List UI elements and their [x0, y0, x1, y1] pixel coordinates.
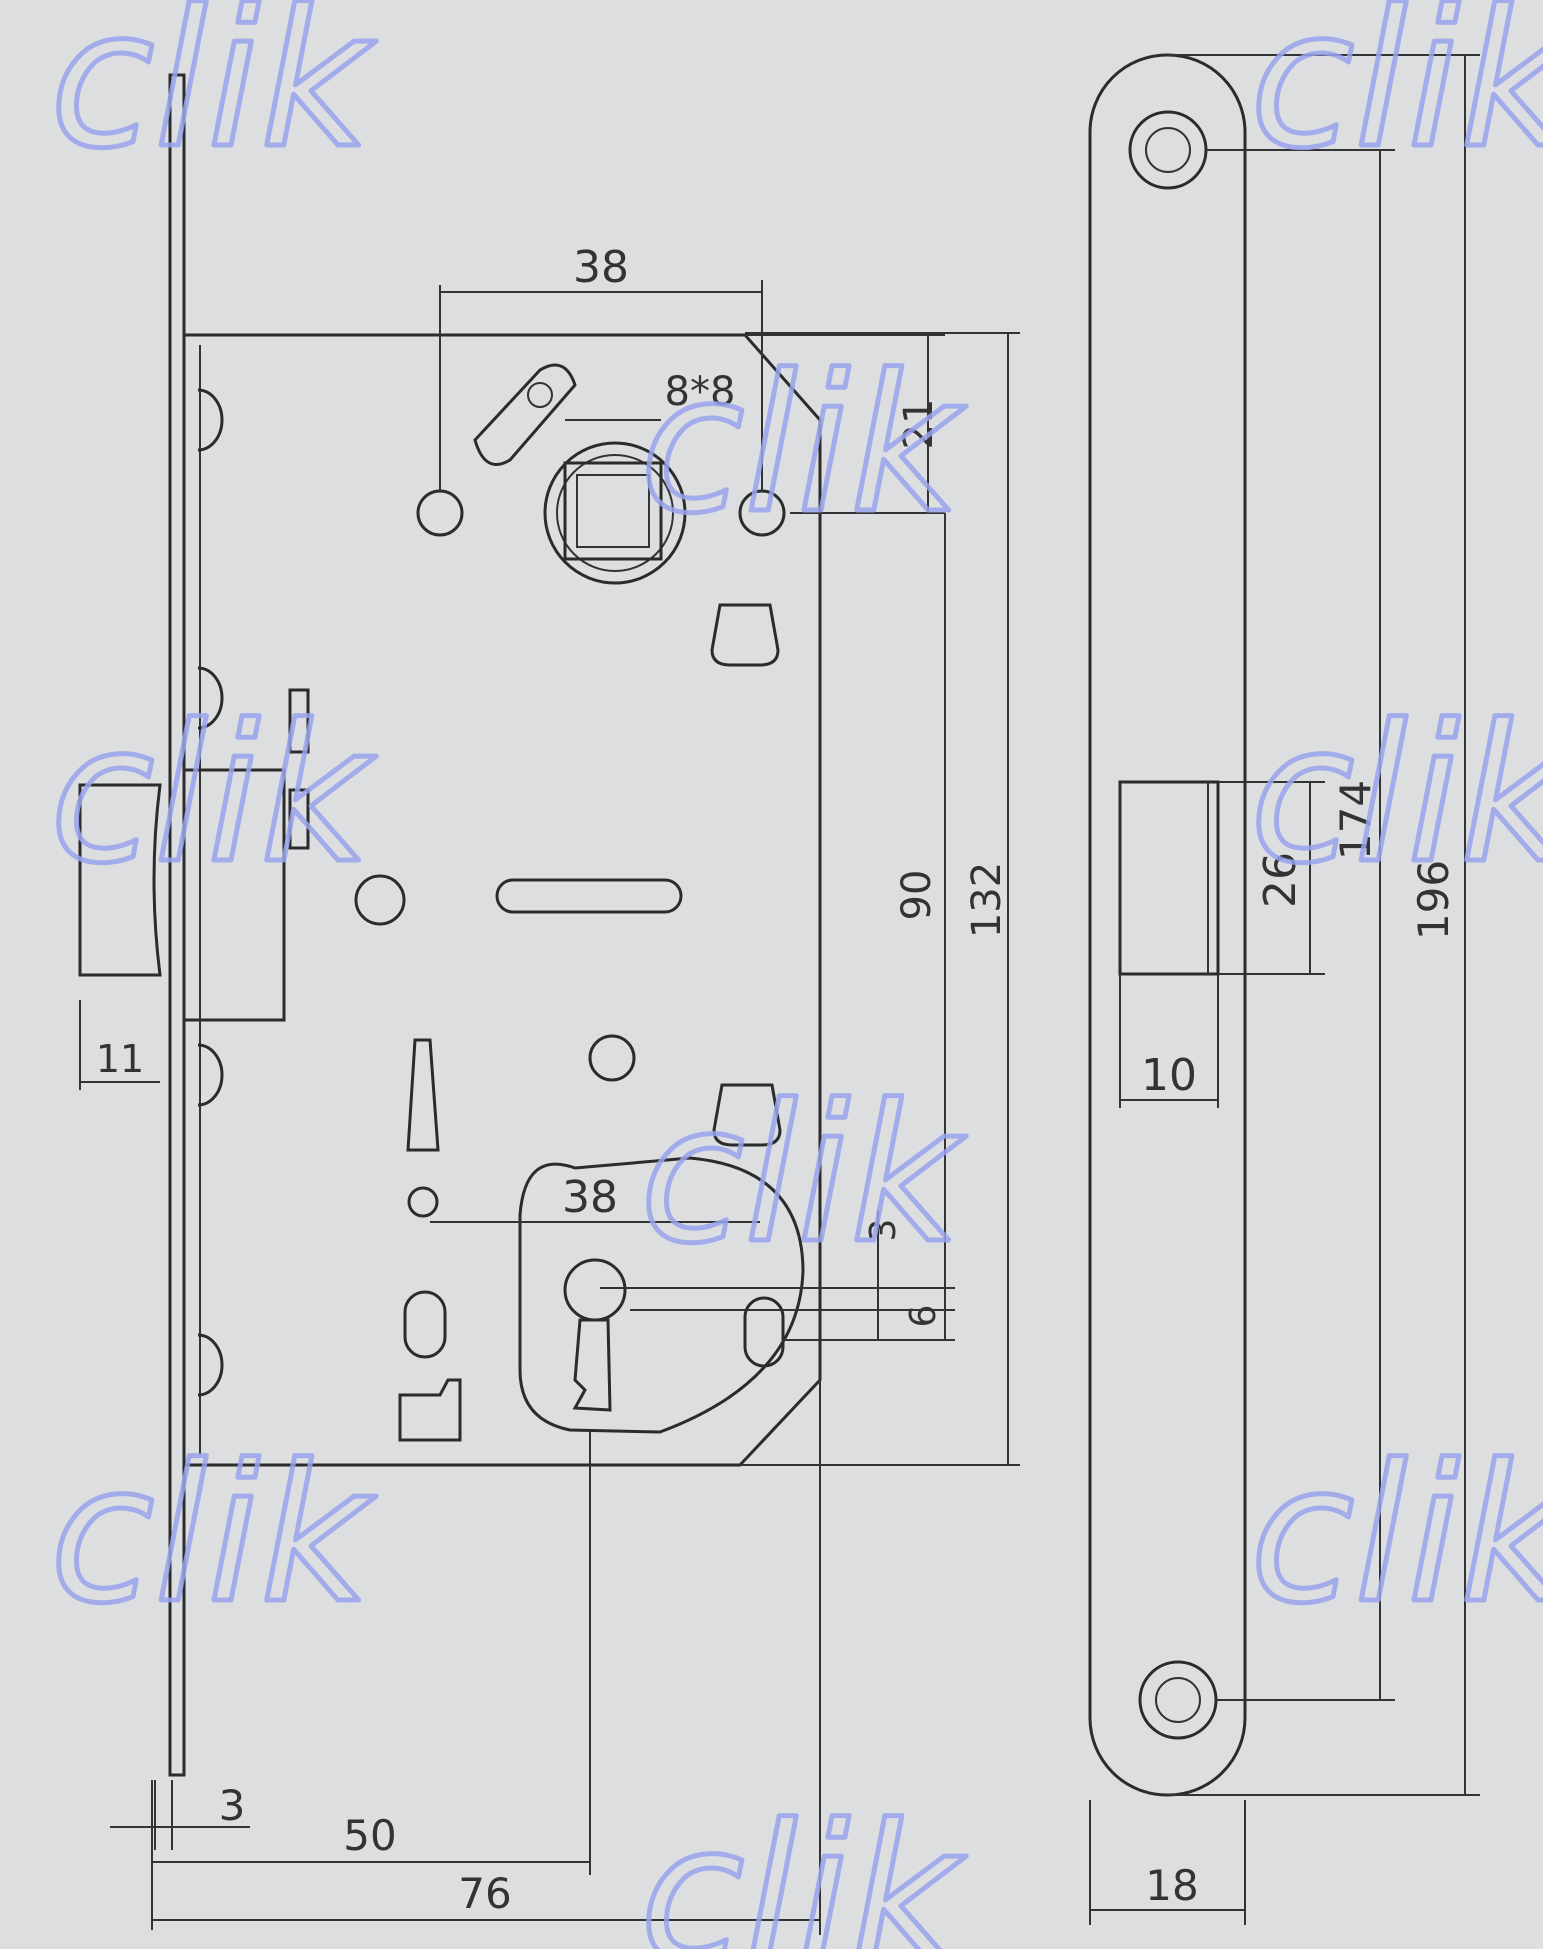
- dim-faceplate-3: 3: [219, 1781, 246, 1830]
- watermark-6: clik: [640, 1784, 967, 1949]
- dim-strike-opening-10: 10: [1141, 1050, 1197, 1101]
- oval-hole: [403, 1290, 447, 1359]
- strike-opening: [1118, 780, 1220, 976]
- watermark-1: clik: [50, 0, 377, 190]
- pin-slot: [406, 1038, 440, 1152]
- strike-screw-hole-top: [1128, 110, 1208, 190]
- guide-bottom: [712, 1083, 782, 1147]
- lock-body: [78, 73, 822, 1777]
- watermark-4: clik: [640, 1064, 967, 1285]
- lock-case: [184, 333, 822, 1467]
- screw-tab-3: [197, 1043, 224, 1107]
- dim-top-38: 38: [573, 242, 629, 293]
- dim-key-top-3: 3: [863, 1219, 904, 1242]
- watermarks: clik clik clik clik clik clik clik clik …: [48, 0, 1543, 1949]
- strike-screw-hole-bottom: [1138, 1660, 1218, 1740]
- dim-top-offset-21: 21: [896, 399, 942, 450]
- dimension-lines-strike: 26 10 174 196 18: [1089, 54, 1480, 1925]
- latch-stop-2: [288, 788, 310, 850]
- slot-hole: [495, 878, 683, 914]
- strike-plate: [1088, 53, 1247, 1797]
- spindle-hub: [543, 441, 687, 585]
- watermark-7: clik: [1250, 0, 1543, 190]
- spindle-square: [563, 461, 663, 561]
- guide-top: [710, 603, 780, 667]
- dim-strike-length-196: 196: [1409, 860, 1458, 940]
- dim-90: 90: [894, 870, 940, 921]
- latch-housing: [182, 768, 286, 1022]
- dim-strike-width-18: 18: [1145, 1861, 1198, 1910]
- watermark-3: clik: [50, 684, 377, 905]
- cam-slot: [473, 363, 577, 466]
- keyhole-bit: [572, 1318, 612, 1412]
- dim-strike-opening-26: 26: [1255, 852, 1306, 908]
- watermark-5: clik: [50, 1424, 377, 1645]
- keyhole-top: [563, 1258, 627, 1322]
- latch-bolt: [78, 783, 162, 977]
- dim-132: 132: [964, 862, 1010, 938]
- screw-tab-1: [197, 388, 224, 452]
- screw-tab-4: [197, 1333, 224, 1397]
- mount-hole-left: [416, 489, 464, 537]
- lower-hole: [588, 1034, 636, 1082]
- watermark-8: clik: [1250, 684, 1543, 905]
- watermark-2: clik: [640, 334, 967, 555]
- dim-backset-50: 50: [343, 1811, 396, 1860]
- latch-stop-1: [288, 688, 310, 754]
- key-plate: [518, 1156, 805, 1434]
- dim-case-depth-76: 76: [458, 1869, 511, 1918]
- small-hole: [407, 1186, 439, 1218]
- strike-plate-outline: [1088, 53, 1247, 1797]
- watermark-9: clik: [1250, 1424, 1543, 1645]
- lower-notch: [398, 1378, 462, 1442]
- dim-spindle-square: 8*8: [665, 369, 736, 415]
- key-lock-slot: [743, 1296, 785, 1368]
- mid-hole: [354, 874, 406, 926]
- dim-strike-holes-174: 174: [1331, 780, 1380, 860]
- dimension-lines-lock: 38 8*8 21 90 132 38 3 6 11: [79, 242, 1020, 1935]
- screw-tab-2: [197, 666, 224, 730]
- dim-lower-38: 38: [562, 1172, 618, 1223]
- mount-hole-right: [738, 489, 786, 537]
- dim-latch-11: 11: [96, 1037, 144, 1081]
- dim-key-slot-6: 6: [903, 1305, 944, 1328]
